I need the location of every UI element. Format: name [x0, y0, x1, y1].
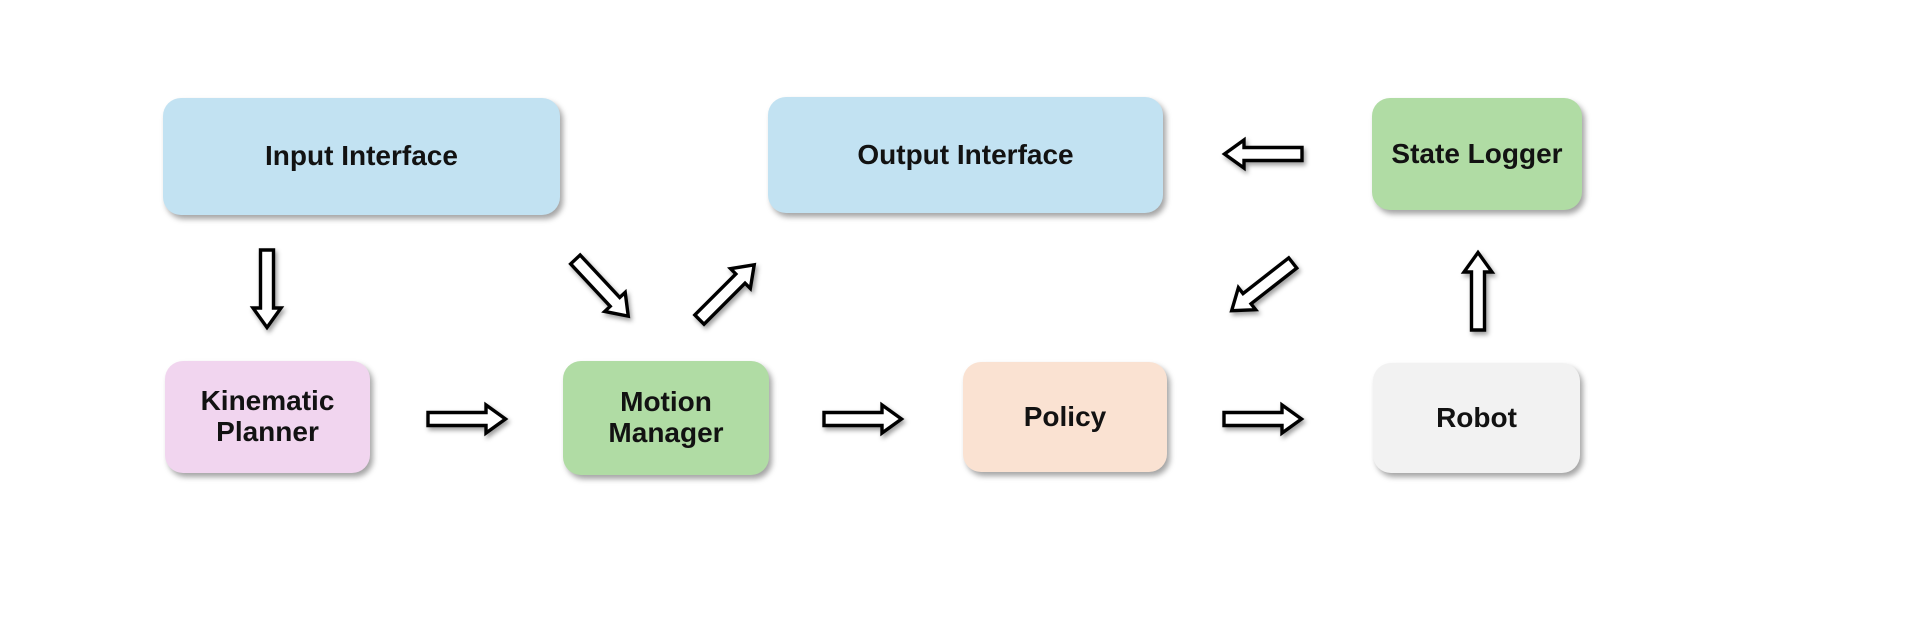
block-arrow-icon	[1221, 136, 1304, 172]
arrow-input-interface-to-kinematic-planner	[226, 248, 308, 331]
block-arrow-icon	[1229, 255, 1300, 313]
block-arrow-icon	[249, 248, 285, 331]
arrow-motion-manager-to-policy	[822, 401, 905, 437]
arrow-output-interface-to-motion-manager	[561, 252, 643, 319]
block-arrow-icon	[692, 262, 757, 327]
node-output-interface: Output Interface	[768, 97, 1163, 213]
arrow-policy-to-robot	[1222, 401, 1305, 437]
node-input-interface: Input Interface	[163, 98, 560, 215]
block-arrow-icon	[822, 401, 905, 437]
node-robot: Robot	[1373, 363, 1580, 473]
arrow-motion-manager-to-output-interface	[686, 262, 768, 327]
node-motion-manager: Motion Manager	[563, 361, 769, 475]
block-arrow-icon	[1222, 401, 1305, 437]
arrow-state-logger-to-policy	[1221, 255, 1303, 313]
block-arrow-icon	[426, 401, 509, 437]
node-state-logger: State Logger	[1372, 98, 1582, 210]
block-arrow-icon	[568, 252, 631, 319]
node-policy: Policy	[963, 362, 1167, 472]
arrow-kinematic-planner-to-motion-manager	[426, 401, 509, 437]
arrow-state-logger-to-output-interface	[1221, 136, 1304, 172]
node-kinematic-planner: Kinematic Planner	[165, 361, 370, 473]
arrow-robot-to-state-logger	[1437, 249, 1519, 332]
block-arrow-icon	[1460, 249, 1496, 332]
